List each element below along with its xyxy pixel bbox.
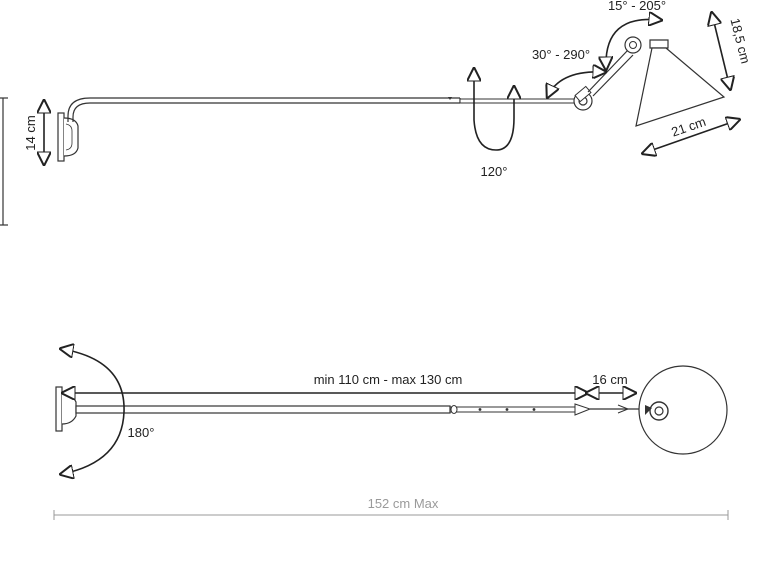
swing-180-arrow: [62, 349, 125, 474]
side-view: 14 cm: [0, 0, 753, 226]
swing-180-label: 180°: [128, 425, 155, 440]
lamp-arm-top: [75, 403, 640, 416]
shade-height-label: 18,5 cm: [727, 17, 753, 66]
rotation-120-label: 120°: [481, 164, 508, 179]
total-length-dimension: [53, 510, 729, 520]
head-length-label: 16 cm: [592, 372, 627, 387]
head-angle-label: 15° - 205°: [608, 0, 666, 13]
elbow-angle-label: 30° - 290°: [532, 47, 590, 62]
lamp-arm: [67, 97, 581, 122]
elbow-angle-arrow: [548, 72, 604, 96]
top-view: 180° min 110 cm - max 130 cm 16 cm 152 c…: [53, 349, 729, 520]
wall-bracket: [57, 112, 79, 162]
head-angle-arrow: [606, 19, 660, 68]
shade-width-arrow: [644, 120, 738, 153]
rotation-120-arrow: [474, 70, 514, 151]
height-label: 14 cm: [23, 115, 38, 150]
shade-height-arrow: [712, 14, 730, 88]
lamp-head-joint: [624, 36, 642, 54]
shade-width-label: 21 cm: [669, 114, 707, 140]
arm-length-label: min 110 cm - max 130 cm: [314, 372, 463, 387]
lamp-shade-top: [638, 365, 728, 455]
lamp-shade-side: [635, 39, 726, 127]
total-length-label: 152 cm Max: [368, 496, 439, 511]
